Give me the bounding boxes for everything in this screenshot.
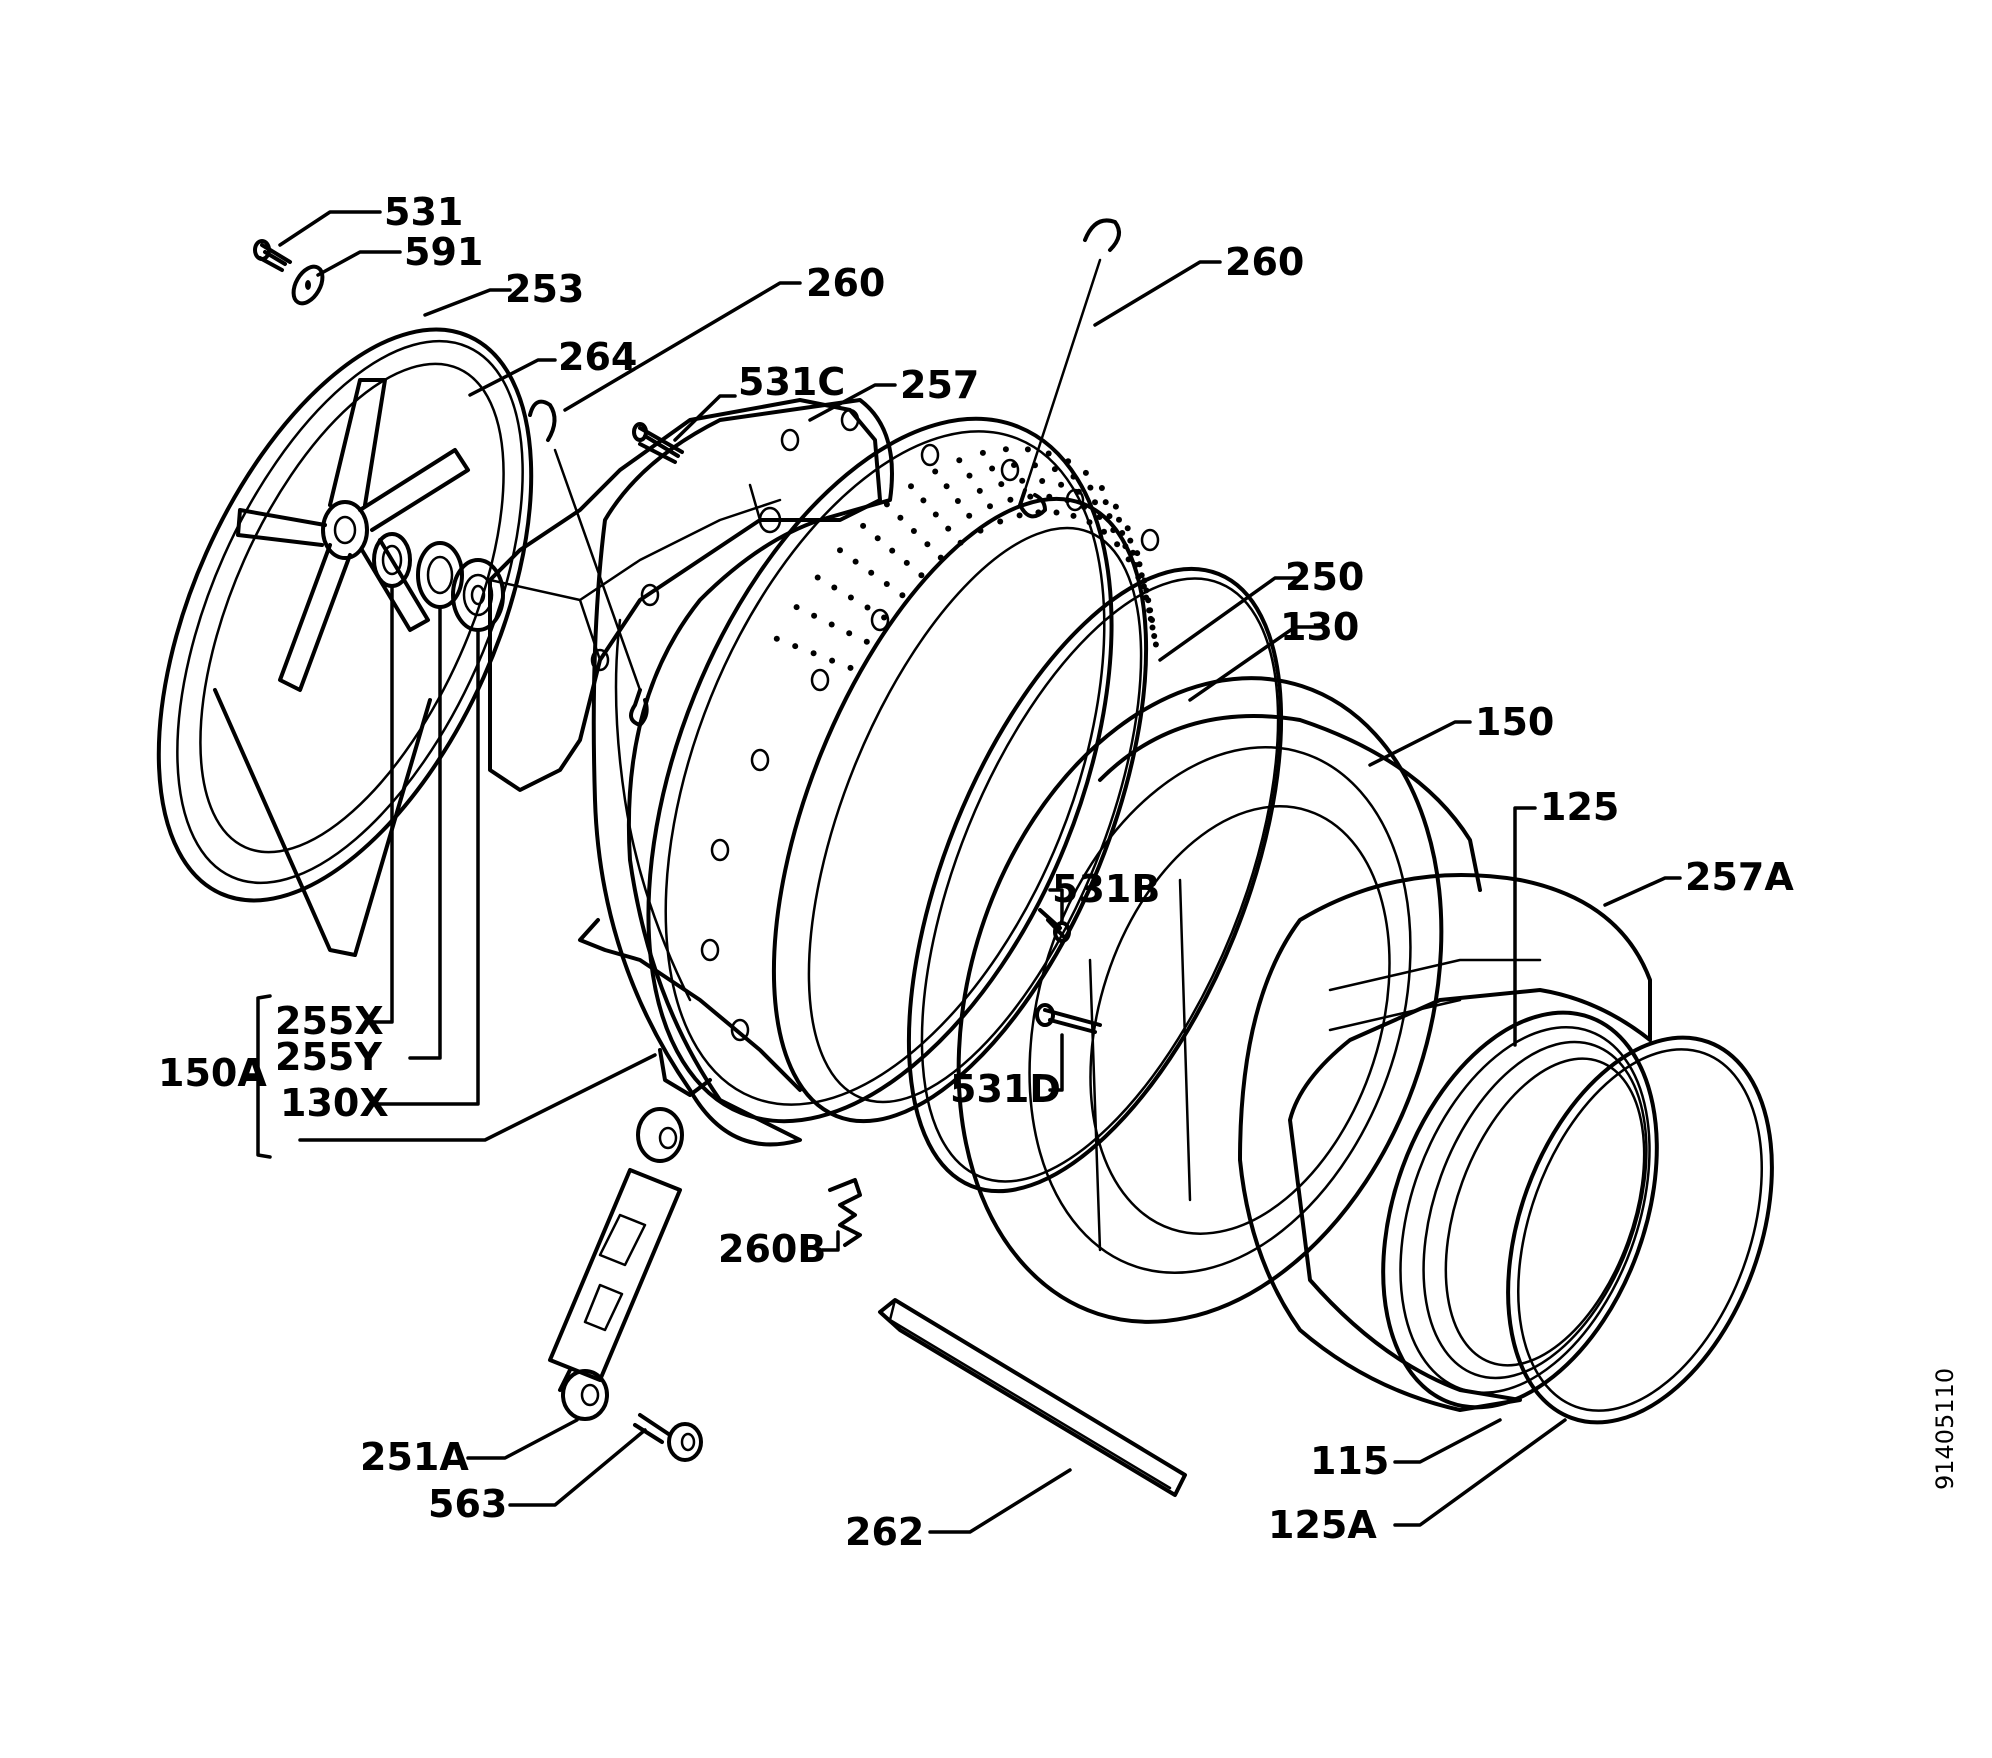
screw-531b [1038, 908, 1071, 943]
callout-531d: 531D [950, 1067, 1061, 1111]
callout-262: 262 [845, 1510, 924, 1554]
callout-250: 250 [1285, 555, 1364, 599]
callout-130x: 130X [280, 1081, 389, 1125]
screw-531 [253, 239, 292, 272]
shock-absorber-251a [548, 1107, 684, 1421]
callout-260-top: 260 [806, 261, 885, 305]
drum-perforations [773, 446, 1159, 671]
front-tub-half [956, 676, 1482, 1324]
callout-531c: 531C [738, 360, 845, 404]
document-number: 91405110 [1931, 1368, 1959, 1490]
spring-260-left [528, 399, 649, 727]
callout-531: 531 [384, 190, 463, 234]
callout-591: 591 [404, 230, 483, 274]
callout-563: 563 [428, 1482, 507, 1526]
clip-260b [828, 1178, 862, 1247]
callout-531b: 531B [1052, 867, 1160, 911]
callout-255y: 255Y [275, 1035, 382, 1079]
clamp-ring-125a [1506, 1035, 1774, 1425]
spring-260-right [1018, 218, 1121, 519]
pulley-wheel [156, 327, 534, 957]
bracket-262 [878, 1298, 1187, 1497]
leader-lines [278, 210, 1682, 1534]
callout-264: 264 [558, 335, 637, 379]
screw-531d [1035, 1003, 1102, 1034]
door-boot-115 [1381, 1010, 1659, 1410]
counterweight [488, 398, 882, 792]
callout-125a: 125A [1268, 1503, 1377, 1547]
washer-591 [291, 264, 325, 306]
callout-255x: 255X [275, 999, 384, 1043]
drum [646, 408, 1160, 1124]
tub-seal-130 [906, 566, 1284, 1194]
callout-260b: 260B [718, 1227, 826, 1271]
callout-150: 150 [1475, 700, 1554, 744]
callout-130: 130 [1280, 605, 1359, 649]
rear-tub-half [578, 398, 894, 1147]
callout-260-right: 260 [1225, 240, 1304, 284]
drum-studs [700, 408, 1160, 1042]
front-weight-257a [1238, 873, 1652, 1412]
callout-257: 257 [900, 363, 979, 407]
callout-253: 253 [505, 267, 584, 311]
bolt-563 [633, 1413, 703, 1462]
callout-257a: 257A [1685, 855, 1794, 899]
bearing-130x [451, 558, 505, 632]
callout-115: 115 [1310, 1439, 1389, 1483]
screw-531c [632, 422, 684, 464]
callout-251a: 251A [360, 1435, 469, 1479]
callout-125: 125 [1540, 785, 1619, 829]
callout-150a: 150A [158, 1051, 267, 1095]
